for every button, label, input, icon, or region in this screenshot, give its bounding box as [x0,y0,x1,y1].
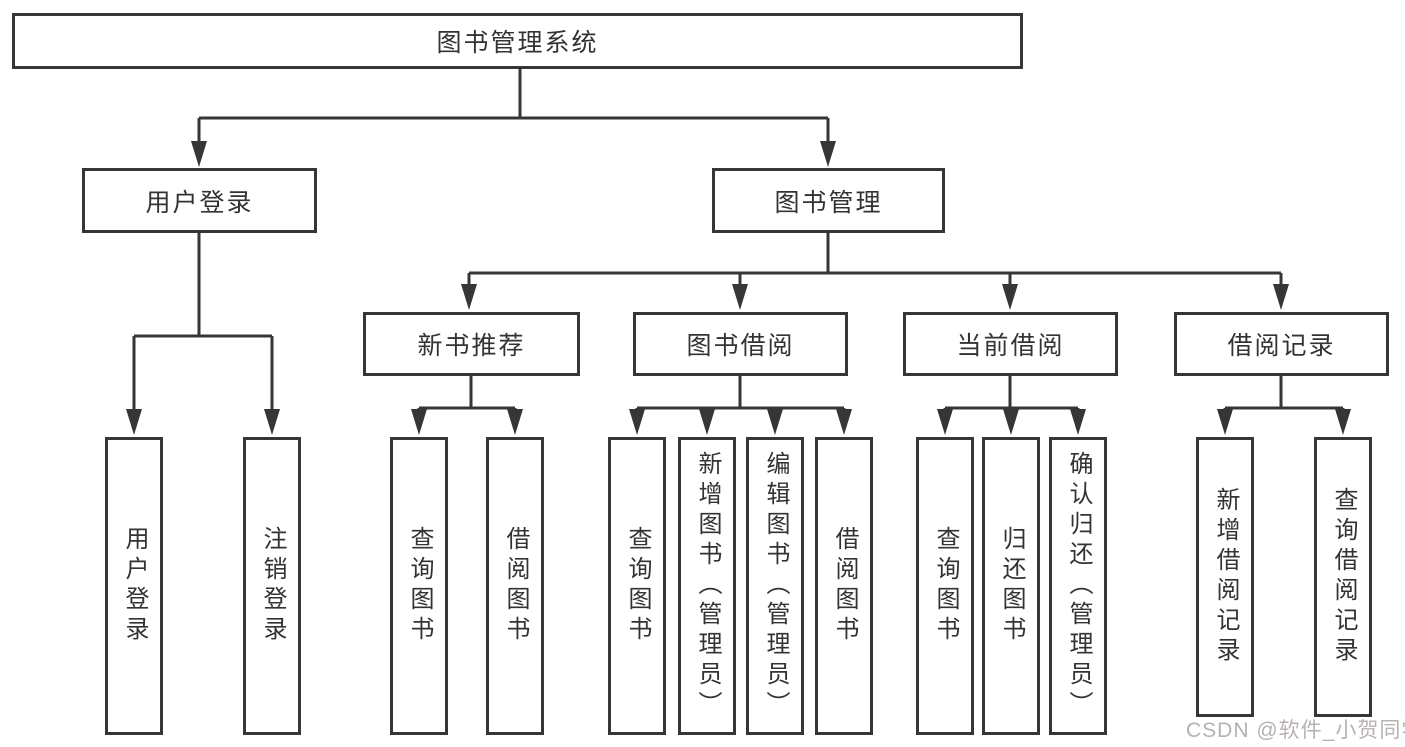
leaf-query-books-recommend-label: 查询图书 [406,526,433,646]
leaf-add-borrow-record: 新增借阅记录 [1196,437,1254,717]
leaf-borrow-books: 借阅图书 [815,437,873,735]
leaf-query-books-current: 查询图书 [916,437,974,735]
node-current-borrow: 当前借阅 [903,312,1118,376]
node-user-login-label: 用户登录 [145,188,254,217]
leaf-query-books-recommend: 查询图书 [390,437,448,735]
leaf-query-borrow-record-label: 查询借阅记录 [1330,487,1357,667]
leaf-borrow-books-recommend: 借阅图书 [486,437,544,735]
leaf-confirm-return-admin-label: 确认归还（管理员） [1065,451,1092,721]
leaf-logout: 注销登录 [243,437,301,735]
leaf-query-borrow-record: 查询借阅记录 [1314,437,1372,717]
node-user-login: 用户登录 [82,168,317,233]
leaf-confirm-return-admin: 确认归还（管理员） [1049,437,1107,735]
leaf-add-borrow-record-label: 新增借阅记录 [1212,487,1239,667]
leaf-user-login: 用户登录 [105,437,163,735]
leaf-query-books-borrow-label: 查询图书 [624,526,651,646]
leaf-add-books-admin-label: 新增图书（管理员） [694,451,721,721]
node-root: 图书管理系统 [12,13,1023,69]
node-book-borrow-label: 图书借阅 [686,332,795,360]
leaf-query-books-current-label: 查询图书 [932,526,959,646]
leaf-add-books-admin: 新增图书（管理员） [678,437,736,735]
node-borrow-records-label: 借阅记录 [1227,332,1336,360]
node-book-management: 图书管理 [712,168,945,233]
node-new-book-recommend: 新书推荐 [363,312,580,376]
node-root-label: 图书管理系统 [436,29,599,57]
leaf-return-books-label: 归还图书 [998,526,1025,646]
arrowhead-icons [126,141,1351,435]
leaf-return-books: 归还图书 [982,437,1040,735]
leaf-borrow-books-recommend-label: 借阅图书 [502,526,529,646]
leaf-query-books-borrow: 查询图书 [608,437,666,735]
leaf-logout-label: 注销登录 [259,526,286,646]
leaf-borrow-books-label: 借阅图书 [831,526,858,646]
node-book-management-label: 图书管理 [774,188,883,217]
leaf-user-login-label: 用户登录 [121,526,148,646]
watermark: CSDN @软件_小贺同学 [1186,719,1405,742]
node-new-book-recommend-label: 新书推荐 [417,332,526,360]
node-book-borrow: 图书借阅 [633,312,848,376]
node-current-borrow-label: 当前借阅 [956,332,1065,360]
leaf-edit-books-admin-label: 编辑图书（管理员） [762,451,789,721]
node-borrow-records: 借阅记录 [1174,312,1389,376]
leaf-edit-books-admin: 编辑图书（管理员） [746,437,804,735]
